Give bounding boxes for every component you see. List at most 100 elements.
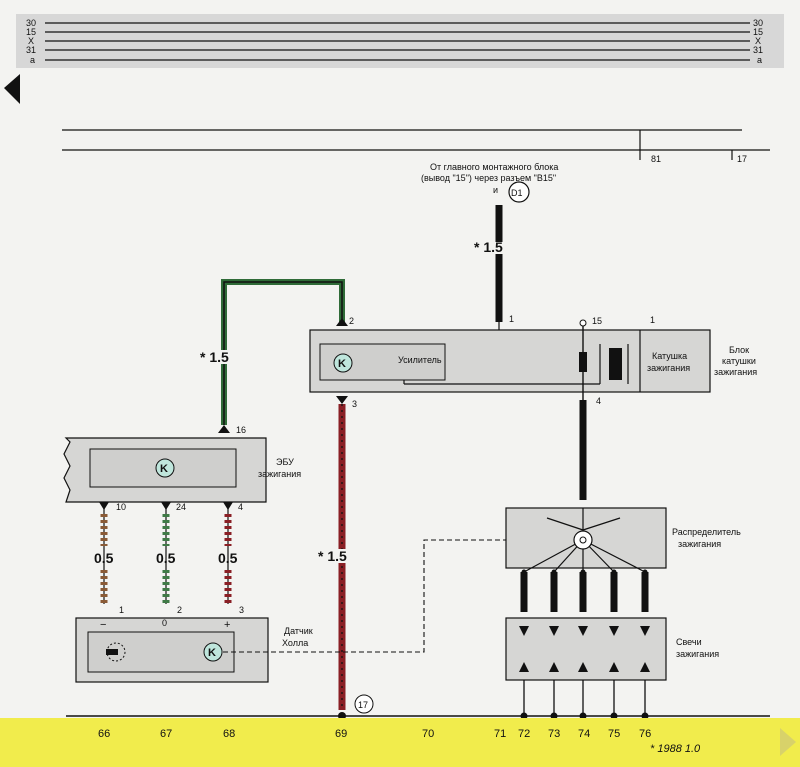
plug-leads — [520, 572, 649, 612]
ecu-pin-10: 10 — [116, 502, 126, 512]
line-label-81: 81 — [651, 154, 661, 164]
amp-pin2-arrow-icon — [336, 318, 348, 326]
ecu-pin16-arrow-icon — [218, 425, 230, 433]
column-68: 68 — [223, 728, 235, 740]
line-label-17: 17 — [737, 154, 747, 164]
plugs-label-2: зажигания — [676, 649, 719, 659]
plug-lead-dots — [521, 569, 648, 575]
spark-plug-arrows — [519, 626, 650, 672]
bus-right-31: 31 — [753, 45, 763, 55]
column-72: 72 — [518, 728, 530, 740]
page-back-arrow-icon[interactable] — [4, 74, 20, 104]
hall-k-icon — [203, 642, 223, 662]
amplifier-pin-out: 3 — [352, 399, 357, 409]
supply-wire-label: * 1.5 — [474, 239, 503, 255]
hall-mark-plus: + — [224, 619, 230, 631]
hall-distributor-link — [223, 539, 574, 653]
bus-left-31: 31 — [26, 45, 36, 55]
hall-k-letter: K — [208, 647, 216, 659]
column-71: 71 — [494, 728, 506, 740]
coil-pin-4: 4 — [596, 396, 601, 406]
sensor-wire-label-2: 0.5 — [156, 550, 176, 566]
bus-left-15: 15 — [26, 27, 36, 37]
bus-right-30: 30 — [753, 18, 763, 28]
ground-ref-label: 17 — [358, 700, 368, 710]
sensor-wires — [100, 502, 232, 604]
coil-pin-15: 15 — [592, 316, 602, 326]
sensor-wire-label-3: 0.5 — [218, 550, 238, 566]
distributor-rotor-icon — [523, 508, 646, 573]
amp-pin3-arrow-icon — [336, 396, 348, 404]
hall-mark-zero: 0 — [162, 618, 167, 628]
upper-lines — [62, 129, 770, 160]
hall-label-2: Холла — [282, 638, 308, 648]
hall-pin-3: 3 — [239, 605, 244, 615]
column-66: 66 — [98, 728, 110, 740]
green-wire-label-bg — [212, 350, 236, 364]
ecu-pin-4: 4 — [238, 502, 243, 512]
ecu-k-icon — [155, 458, 175, 478]
hall-pin-2: 2 — [177, 605, 182, 615]
source-note-line1: От главного монтажного блока — [430, 162, 558, 172]
distributor-rotor-hub — [573, 530, 593, 550]
source-note-line3: и — [493, 185, 498, 195]
coil-resistor — [579, 352, 587, 372]
column-69: 69 — [335, 728, 347, 740]
amplifier-k-letter: K — [338, 358, 346, 370]
red-wire-label: * 1.5 — [318, 548, 347, 564]
distributor-label-1: Распределитель — [672, 527, 741, 537]
connector-d1-marker — [508, 181, 530, 203]
distributor-label-2: зажигания — [678, 539, 721, 549]
ecu-label-1: ЭБУ — [276, 457, 294, 467]
ecu-pin-16: 16 — [236, 425, 246, 435]
ecu-pin4-arrow-icon — [223, 502, 233, 510]
footnote: * 1988 1.0 — [650, 743, 701, 755]
bottom-band — [0, 718, 800, 767]
ecu-pin10-arrow-icon — [99, 502, 109, 510]
ecu-k-letter: K — [160, 463, 168, 475]
source-note-line2: (вывод "15") через разъем "B15" — [421, 173, 556, 183]
column-70: 70 — [422, 728, 434, 740]
amplifier-label: Усилитель — [398, 355, 442, 365]
connector-d1-label: D1 — [511, 188, 523, 198]
coil-block-label-3: зажигания — [714, 367, 757, 377]
amplifier-k-icon — [333, 353, 353, 373]
coil-pin-1: 1 — [650, 315, 655, 325]
plug-ground-wires — [523, 680, 646, 716]
column-76: 76 — [639, 728, 651, 740]
bus-right-a: a — [757, 55, 762, 65]
ground-ref-marker — [354, 694, 374, 714]
green-wire-label: * 1.5 — [200, 349, 229, 365]
hall-sensor-magnet-icon — [106, 649, 118, 655]
supply-wire-label-bg — [490, 242, 510, 254]
ecu-pin-24: 24 — [176, 502, 186, 512]
coil-label-2: зажигания — [647, 363, 690, 373]
bus-left-30: 30 — [26, 18, 36, 28]
coil-label-1: Катушка — [652, 351, 687, 361]
column-67: 67 — [160, 728, 172, 740]
hall-pin-1: 1 — [119, 605, 124, 615]
distributor-rotor-center — [579, 536, 587, 544]
bus-right-x: X — [755, 36, 761, 46]
coil-terminal-15 — [579, 319, 587, 327]
ecu-label-2: зажигания — [258, 469, 301, 479]
bus-lines — [45, 22, 750, 61]
column-75: 75 — [608, 728, 620, 740]
amplifier-pin-in: 2 — [349, 316, 354, 326]
coil-block-label-1: Блок — [729, 345, 749, 355]
hall-mark-minus: − — [100, 619, 106, 631]
column-74: 74 — [578, 728, 590, 740]
page-forward-arrow-icon[interactable] — [780, 728, 796, 756]
bus-left-a: a — [30, 55, 35, 65]
bus-left-x: X — [28, 36, 34, 46]
red-wire-label-bg — [333, 549, 353, 563]
sensor-wire-label-1: 0.5 — [94, 550, 114, 566]
coil-supply-pin: 1 — [509, 314, 514, 324]
plugs-label-1: Свечи — [676, 637, 702, 647]
hall-label-1: Датчик — [284, 626, 313, 636]
column-73: 73 — [548, 728, 560, 740]
coil-block-label-2: катушки — [722, 356, 756, 366]
coil-core-icon — [609, 348, 622, 380]
ecu-pin24-arrow-icon — [161, 502, 171, 510]
